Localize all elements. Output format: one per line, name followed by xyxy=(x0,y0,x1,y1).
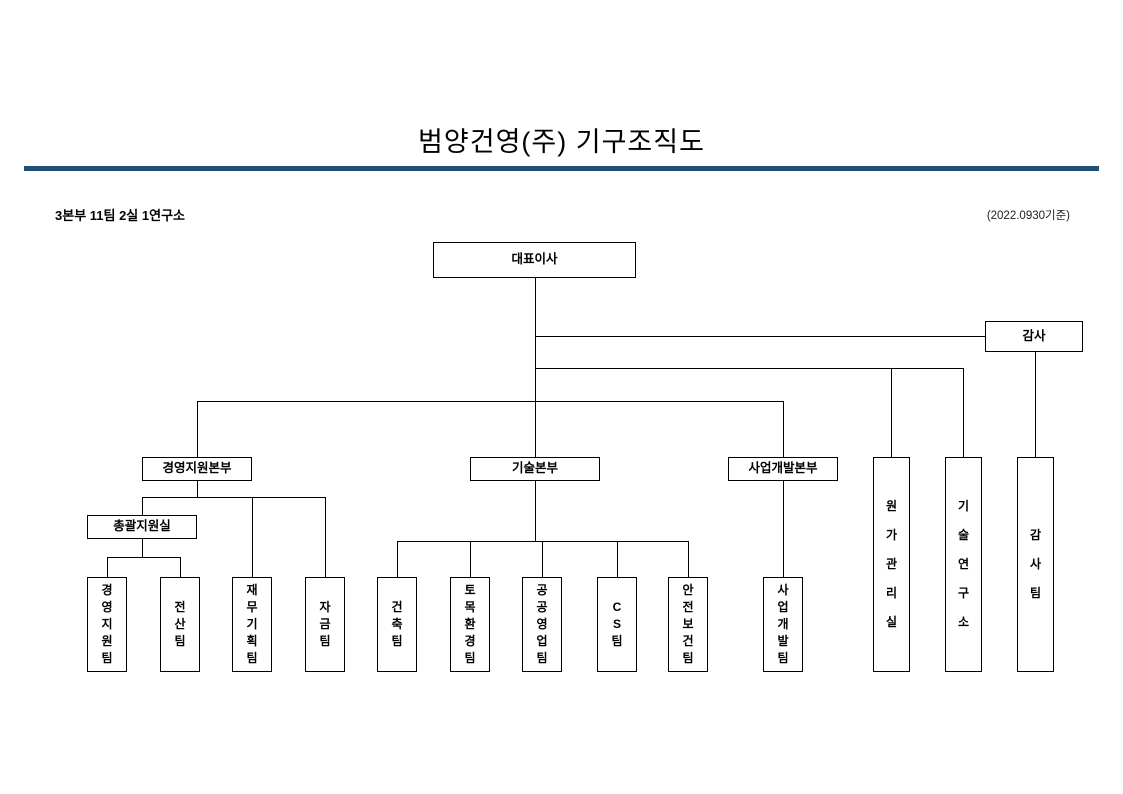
connector-gso-up xyxy=(142,497,143,515)
connector-bus-offices xyxy=(535,368,963,369)
connector-civil-drop xyxy=(470,541,471,577)
node-general-support-office-label: 총괄지원실 xyxy=(113,519,171,534)
connector-gso-down xyxy=(142,539,143,557)
node-mgmt-support-division-label: 경영지원본부 xyxy=(162,461,232,476)
connector-research-drop xyxy=(963,368,964,457)
node-mgmt-support-division: 경영지원본부 xyxy=(142,457,252,481)
connector-architecture-drop xyxy=(397,541,398,577)
node-biz-dev-division-label: 사업개발본부 xyxy=(748,461,818,476)
connector-bus-mgmt-children xyxy=(142,497,325,498)
node-auditor-label: 감사 xyxy=(1022,328,1046,343)
node-auditor: 감사 xyxy=(985,321,1083,352)
connector-itteam-drop xyxy=(180,557,181,577)
org-summary-label: 3본부 11팀 2실 1연구소 xyxy=(55,208,185,223)
connector-bizdevteam-drop xyxy=(783,481,784,577)
connector-ceo-drop xyxy=(535,278,536,457)
node-tech-division-label: 기술본부 xyxy=(511,461,558,476)
connector-bus-gso-children xyxy=(107,557,180,558)
connector-costoffice-drop xyxy=(891,368,892,457)
connector-techdiv-down xyxy=(535,481,536,541)
connector-funds-drop xyxy=(325,497,326,577)
connector-bizdev-drop xyxy=(783,401,784,457)
title-underline-rule xyxy=(24,166,1099,171)
connector-mgmtteam-drop xyxy=(107,557,108,577)
connector-ceo-auditor xyxy=(535,336,985,337)
page-title: 범양건영(주) 기구조직도 xyxy=(418,127,705,157)
node-tech-division: 기술본부 xyxy=(470,457,600,481)
connector-cs-drop xyxy=(617,541,618,577)
connector-bus-divisions xyxy=(197,401,784,402)
node-general-support-office: 총괄지원실 xyxy=(87,515,197,539)
node-ceo-label: 대표이사 xyxy=(511,252,558,267)
connector-mgmtdiv-down xyxy=(197,481,198,497)
node-biz-dev-division: 사업개발본부 xyxy=(728,457,838,481)
reference-date-label: (2022.0930기준) xyxy=(986,210,1070,222)
connector-finance-drop xyxy=(252,497,253,577)
node-ceo: 대표이사 xyxy=(433,242,636,278)
connector-auditor-auditteam xyxy=(1035,352,1036,457)
connector-mgmtdiv-drop xyxy=(197,401,198,457)
connector-safety-drop xyxy=(688,541,689,577)
connector-public-sales-drop xyxy=(542,541,543,577)
